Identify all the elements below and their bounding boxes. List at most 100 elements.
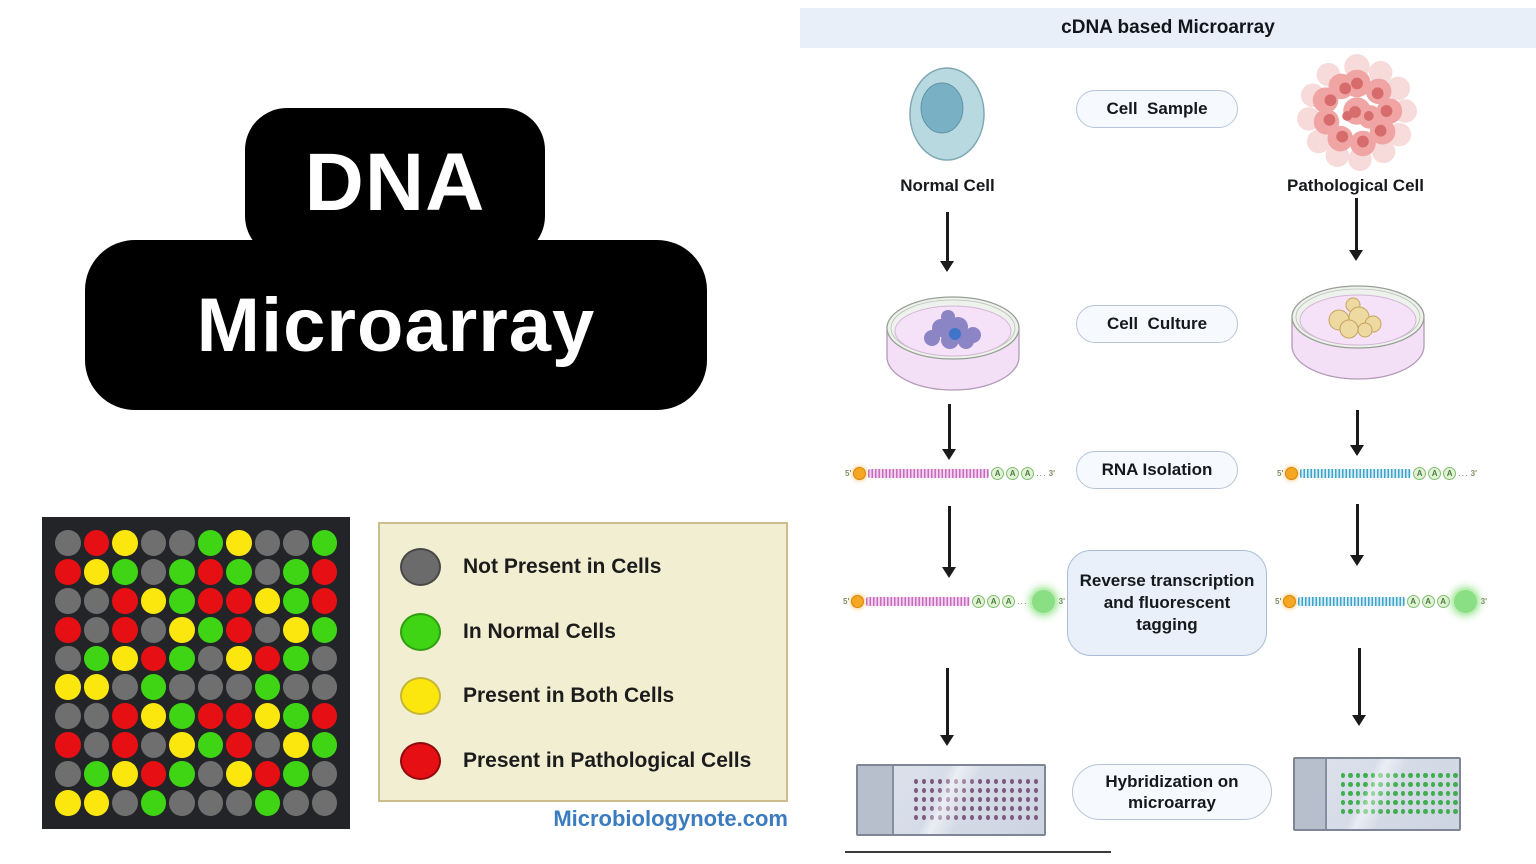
microarray-slide-normal	[856, 764, 1046, 836]
legend-label: In Normal Cells	[463, 619, 616, 643]
array-spot	[311, 761, 337, 788]
array-spot	[254, 530, 280, 556]
rna-strand-pathological: 5' A A A ... 3'	[1277, 467, 1477, 480]
array-spot	[283, 703, 309, 730]
array-spot	[112, 703, 138, 730]
array-spot	[197, 616, 223, 643]
array-spot	[283, 732, 309, 759]
poly-a-icon: A	[1006, 467, 1020, 480]
rna-bar	[868, 469, 990, 478]
array-spot	[169, 530, 195, 556]
array-spot	[283, 761, 309, 788]
slide-spot-grid	[912, 777, 1040, 822]
slide-label-area	[858, 766, 894, 834]
arrow-down-icon	[948, 404, 951, 450]
legend-label: Present in Both Cells	[463, 684, 675, 708]
array-spot	[254, 732, 280, 759]
array-spot	[226, 703, 252, 730]
arrow-down-icon	[946, 212, 949, 262]
arrow-down-icon	[1358, 648, 1361, 716]
array-spot	[226, 732, 252, 759]
array-spot	[112, 674, 138, 701]
array-spot	[226, 790, 252, 816]
poly-a-icon: A	[1428, 467, 1442, 480]
arrow-down-icon	[948, 506, 951, 568]
array-spot	[83, 732, 109, 759]
poly-a-icon: A	[1436, 595, 1450, 608]
array-spot	[254, 558, 280, 585]
poly-a-icon: A	[1406, 595, 1420, 608]
array-spot	[83, 761, 109, 788]
arrow-down-icon	[1355, 198, 1358, 251]
array-spot	[254, 587, 280, 614]
array-spot	[311, 732, 337, 759]
step-reverse-transcription: Reverse transcription and fluorescent ta…	[1067, 550, 1267, 656]
petri-dish-normal	[886, 296, 1020, 391]
title-line2: Microarray	[196, 282, 596, 368]
array-spot	[169, 790, 195, 816]
rna-bar	[1300, 469, 1412, 478]
poly-a-icon: A	[1002, 595, 1016, 608]
array-spot	[283, 790, 309, 816]
step-rna-isolation-label: RNA Isolation	[1101, 460, 1213, 480]
array-spot	[197, 645, 223, 672]
array-spot	[140, 790, 166, 816]
array-spot	[55, 616, 81, 643]
array-spot	[311, 530, 337, 556]
array-spot	[169, 616, 195, 643]
pathological-cell-illustration	[1297, 54, 1417, 172]
slide-spot-grid	[1339, 771, 1459, 816]
ellipsis: ...	[1036, 468, 1047, 478]
title-line1: DNA	[304, 137, 486, 228]
cap-icon	[1285, 467, 1299, 480]
credit-link[interactable]: Microbiologynote.com	[553, 806, 788, 831]
array-spot	[140, 587, 166, 614]
poly-a-icon: A	[1021, 467, 1035, 480]
array-spot	[283, 645, 309, 672]
microarray-slide-pathological	[1293, 757, 1461, 831]
flowchart-header: cDNA based Microarray	[800, 8, 1536, 48]
array-spot	[112, 732, 138, 759]
poly-a-icon: A	[1421, 595, 1435, 608]
array-spot	[83, 674, 109, 701]
legend-label: Not Present in Cells	[463, 555, 662, 578]
title-card-top: DNA	[245, 108, 545, 258]
cap-icon	[853, 467, 867, 480]
poly-a-icon: A	[1413, 467, 1427, 480]
petri-dish-pathological	[1291, 285, 1425, 380]
array-spot	[197, 790, 223, 816]
array-spot	[311, 587, 337, 614]
step-rna-isolation: RNA Isolation	[1076, 451, 1238, 489]
slide-label-area	[1295, 759, 1327, 829]
array-spot	[140, 530, 166, 556]
legend-item: In Normal Cells	[400, 612, 766, 651]
array-spot	[311, 616, 337, 643]
five-prime-label: 5'	[843, 597, 850, 606]
array-spot	[197, 674, 223, 701]
array-spot	[254, 790, 280, 816]
step-cell-sample: Cell Sample	[1076, 90, 1238, 128]
array-spot	[112, 530, 138, 556]
array-spot	[226, 645, 252, 672]
array-spot	[55, 587, 81, 614]
array-spot	[55, 645, 81, 672]
array-spot	[283, 616, 309, 643]
flowchart-title: cDNA based Microarray	[1061, 17, 1275, 38]
array-spot	[140, 761, 166, 788]
array-spot	[112, 790, 138, 816]
array-spot	[311, 790, 337, 816]
step-cell-culture-label: Cell Culture	[1106, 314, 1208, 334]
array-spot	[169, 558, 195, 585]
array-spot	[197, 587, 223, 614]
array-spot	[55, 790, 81, 816]
array-spot	[112, 761, 138, 788]
tagged-cdna-pathological: 5' A A A 3'	[1275, 588, 1487, 615]
array-spot	[226, 674, 252, 701]
fluorescent-tag-icon	[1029, 588, 1057, 615]
array-spot	[283, 587, 309, 614]
array-spot	[311, 674, 337, 701]
step-reverse-transcription-label: Reverse transcription and fluorescent ta…	[1079, 570, 1255, 635]
array-spot	[83, 558, 109, 585]
